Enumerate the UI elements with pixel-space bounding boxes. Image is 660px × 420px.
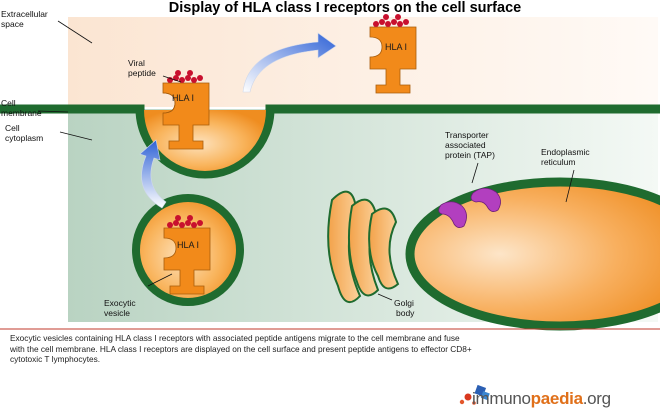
caption-line-3: cytotoxic T lymphocytes. [10, 354, 101, 364]
extracellular-space [68, 17, 658, 107]
hla-label-membrane: HLA I [172, 93, 194, 103]
arrow-to-surface [242, 32, 337, 93]
tap-transporter [438, 187, 501, 228]
arrow-vesicle-to-membrane [139, 139, 167, 209]
label-golgi: Golgi body [394, 298, 416, 318]
endoplasmic-reticulum [405, 177, 660, 331]
label-pointers [37, 20, 575, 301]
golgi-body [327, 190, 400, 304]
label-tap: Transporter associated protein (TAP) [445, 130, 495, 160]
logo-wordmark: immunopaedia.org [472, 389, 611, 409]
caption-line-2: with the cell membrane. HLA class I rece… [10, 343, 472, 354]
logo-part-immuno: immuno [472, 389, 531, 408]
caption-line-1: Exocytic vesicles containing HLA class I… [10, 333, 460, 343]
viral-peptide-membrane [167, 70, 203, 83]
label-extracellular: Extracellular space [1, 9, 50, 29]
immunopaedia-logo: immunopaedia.org [454, 383, 654, 413]
label-exocytic-vesicle: Exocytic vesicle [104, 298, 138, 318]
viral-peptide-vesicle [167, 215, 203, 228]
logo-part-paedia: paedia [530, 389, 583, 408]
hla-receptor-membrane [162, 82, 210, 150]
label-er: Endoplasmic reticulum [541, 147, 592, 167]
hla-receptor-vesicle [163, 227, 211, 295]
diagram-title: Display of HLA class I receptors on the … [169, 0, 521, 16]
figure-caption: Exocytic vesicles containing HLA class I… [10, 333, 655, 365]
cell-membrane [0, 104, 660, 179]
hla-label-surface: HLA I [385, 42, 407, 52]
logo-molecule-icon [459, 384, 490, 405]
label-cell-membrane: Cell membrane [1, 98, 42, 118]
label-viral-peptide: Viral peptide [128, 58, 156, 78]
logo-part-org: .org [582, 389, 611, 408]
hla-label-vesicle: HLA I [177, 240, 199, 250]
viral-peptide-surface [373, 14, 409, 27]
label-cell-cytoplasm: Cell cytoplasm [5, 123, 43, 143]
hla-receptor-surface [369, 26, 417, 94]
